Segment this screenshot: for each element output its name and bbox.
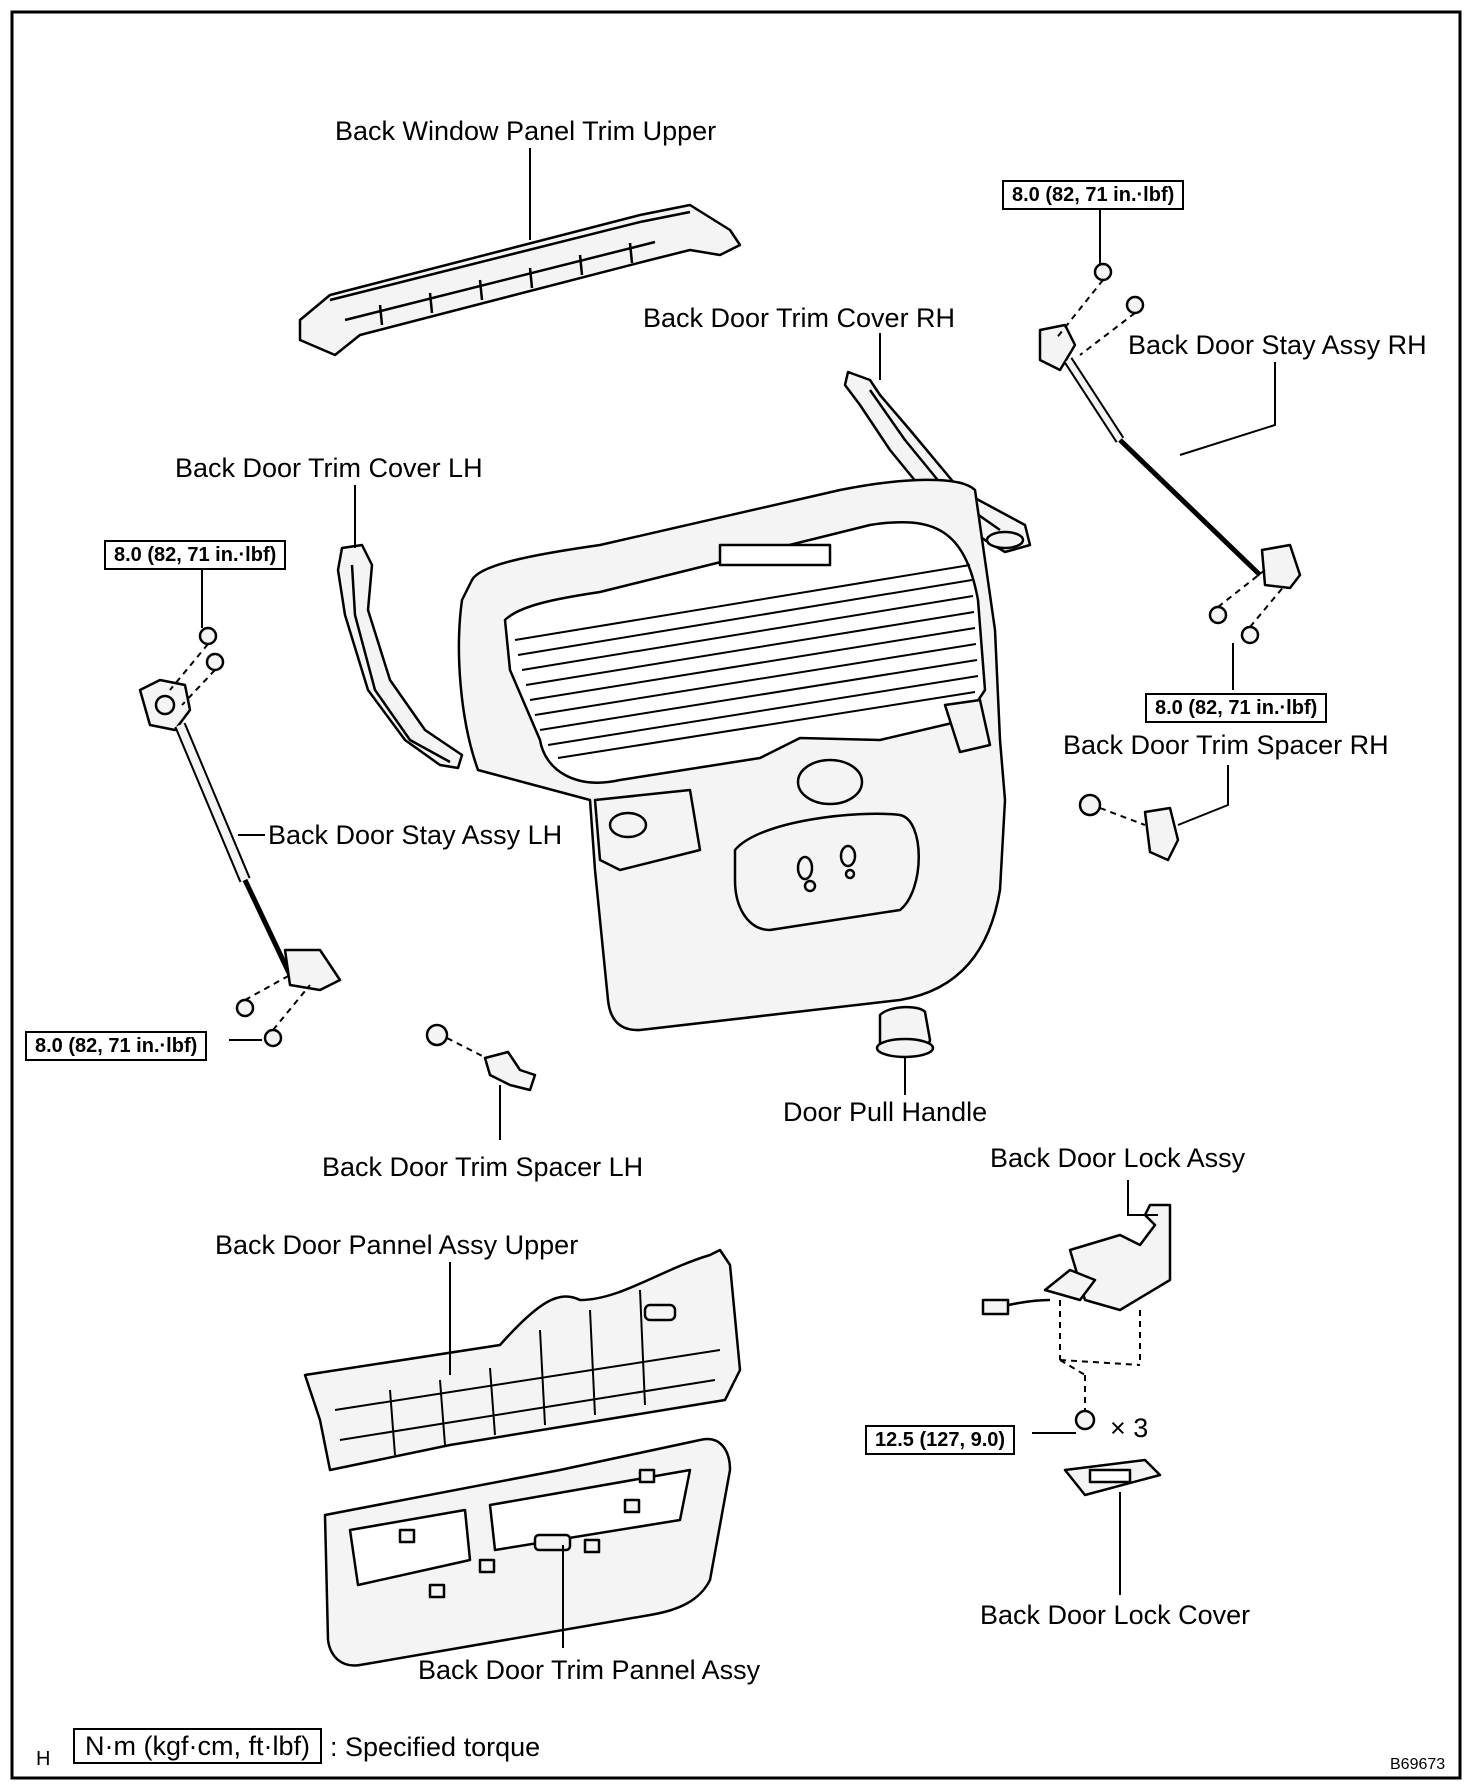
back-door-lock-assy-part	[981, 1203, 1172, 1431]
label-back-door-stay-assy-rh: Back Door Stay Assy RH	[1128, 330, 1427, 360]
label-back-door-trim-cover-rh: Back Door Trim Cover RH	[643, 303, 956, 333]
label-back-door-lock-assy: Back Door Lock Assy	[990, 1143, 1246, 1173]
back-door-trim-spacer-lh-part	[425, 1023, 537, 1092]
torque-lock-assy: 12.5 (127, 9.0)	[865, 1425, 1016, 1455]
label-back-door-pannel-assy-upper: Back Door Pannel Assy Upper	[215, 1230, 579, 1260]
legend-marker: H	[36, 1748, 51, 1770]
torque-stay-lh-lower: 8.0 (82, 71 in.·lbf)	[25, 1031, 208, 1061]
figure-id: B69673	[1390, 1756, 1446, 1773]
leader-lock-assy	[1127, 1180, 1158, 1216]
label-door-pull-handle: Door Pull Handle	[783, 1097, 988, 1127]
back-door-pannel-assy-upper-part	[303, 1248, 742, 1472]
back-door-stay-assy-lh-part	[138, 626, 342, 1048]
door-pull-handle-part	[875, 1005, 935, 1059]
leader-stay-rh	[1179, 362, 1276, 456]
torque-stay-rh-lower: 8.0 (82, 71 in.·lbf)	[1145, 693, 1328, 723]
label-back-door-trim-cover-lh: Back Door Trim Cover LH	[175, 453, 483, 483]
back-door-stay-assy-rh-part	[1038, 262, 1302, 645]
legend-description: : Specified torque	[330, 1732, 541, 1762]
quantity-marker: × 3	[1110, 1413, 1149, 1443]
back-door-trim-cover-lh-part	[336, 543, 464, 770]
label-back-door-lock-cover: Back Door Lock Cover	[980, 1600, 1251, 1630]
label-back-window-panel-trim-upper: Back Window Panel Trim Upper	[335, 116, 717, 146]
torque-stay-rh-upper: 8.0 (82, 71 in.·lbf)	[1002, 180, 1185, 210]
back-door-trim-pannel-assy-part	[323, 1437, 732, 1667]
back-door-body-part	[457, 478, 1007, 1032]
back-window-panel-trim-upper-part	[298, 203, 742, 357]
diagram-frame	[10, 10, 1462, 1780]
back-door-trim-spacer-rh-part	[1078, 793, 1180, 862]
label-back-door-trim-pannel-assy: Back Door Trim Pannel Assy	[418, 1655, 761, 1685]
label-back-door-stay-assy-lh: Back Door Stay Assy LH	[268, 820, 563, 850]
back-door-lock-cover-part	[1063, 1458, 1162, 1497]
label-back-door-trim-spacer-lh: Back Door Trim Spacer LH	[322, 1152, 644, 1182]
legend-unit-box: N·m (kgf·cm, ft·lbf)	[73, 1728, 322, 1764]
label-back-door-trim-spacer-rh: Back Door Trim Spacer RH	[1063, 730, 1389, 760]
torque-stay-lh-upper: 8.0 (82, 71 in.·lbf)	[104, 540, 287, 570]
leader-spacer-rh	[1177, 765, 1229, 826]
